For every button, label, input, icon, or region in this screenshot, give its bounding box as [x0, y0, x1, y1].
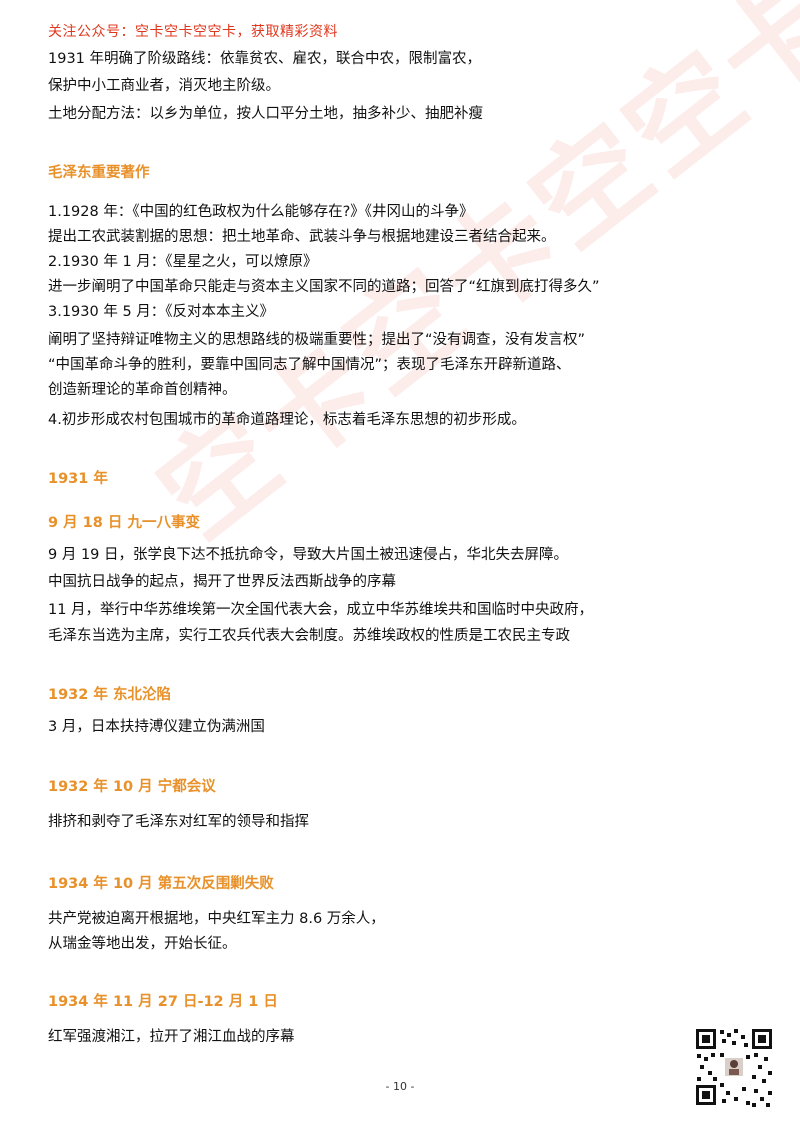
works-line: 3.1930 年 5 月：《反对本本主义》 [48, 304, 275, 320]
heading-1934-xiangjiang: 1934 年 11 月 27 日-12 月 1 日 [48, 994, 278, 1010]
event-1934-xiang-line: 红军强渡湘江，拉开了湘江血战的序幕 [48, 1029, 295, 1045]
event-918-line: 9 月 19 日，张学良下达不抵抗命令，导致大片国土被迅速侵占，华北失去屏障。 [48, 547, 569, 563]
event-1934-fail-line: 从瑞金等地出发，开始长征。 [48, 936, 237, 952]
works-line: 进一步阐明了中国革命只能走与资本主义国家不同的道路；回答了“红旗到底打得多久” [48, 279, 600, 295]
intro-line-2: 保护中小工商业者，消灭地主阶级。 [48, 78, 280, 94]
heading-1934-fifth-campaign: 1934 年 10 月 第五次反围剿失败 [48, 876, 274, 892]
works-line: 阐明了坚持辩证唯物主义的思想路线的极端重要性；提出了“没有调查，没有发言权” [48, 332, 586, 348]
works-line: 创造新理论的革命首创精神。 [48, 382, 237, 398]
header-notice: 关注公众号：空卡空卡空空卡，获取精彩资料 [48, 24, 338, 40]
heading-event-918: 9 月 18 日 九一八事变 [48, 515, 200, 531]
intro-line-1: 1931 年明确了阶级路线：依靠贫农、雇农，联合中农，限制富农， [48, 51, 482, 67]
event-918-line: 中国抗日战争的起点，揭开了世界反法西斯战争的序幕 [48, 574, 396, 590]
works-line: 提出工农武装割据的思想：把土地革命、武装斗争与根据地建设三者结合起来。 [48, 229, 556, 245]
page-number: - 10 - [385, 1080, 415, 1093]
event-918-line: 毛泽东当选为主席，实行工农兵代表大会制度。苏维埃政权的性质是工农民主专政 [48, 628, 570, 644]
event-1932-ne-line: 3 月，日本扶持溥仪建立伪满洲国 [48, 719, 265, 735]
heading-1931: 1931 年 [48, 471, 108, 487]
heading-1932-northeast: 1932 年 东北沦陷 [48, 687, 171, 703]
event-1932-ningdu-line: 排挤和剥夺了毛泽东对红军的领导和指挥 [48, 814, 309, 830]
event-1934-fail-line: 共产党被迫离开根据地，中央红军主力 8.6 万余人， [48, 911, 385, 927]
qr-code-icon [694, 1027, 774, 1107]
heading-mao-works: 毛泽东重要著作 [48, 165, 150, 181]
heading-1932-ningdu: 1932 年 10 月 宁都会议 [48, 779, 216, 795]
works-line: 4.初步形成农村包围城市的革命道路理论，标志着毛泽东思想的初步形成。 [48, 412, 526, 428]
works-line: 2.1930 年 1 月：《星星之火，可以燎原》 [48, 254, 318, 270]
intro-line-3: 土地分配方法：以乡为单位，按人口平分土地，抽多补少、抽肥补瘦 [48, 106, 483, 122]
works-line: “中国革命斗争的胜利，要靠中国同志了解中国情况”；表现了毛泽东开辟新道路、 [48, 357, 571, 373]
works-line: 1.1928 年：《中国的红色政权为什么能够存在?》《井冈山的斗争》 [48, 204, 474, 220]
event-918-line: 11 月，举行中华苏维埃第一次全国代表大会，成立中华苏维埃共和国临时中央政府， [48, 602, 594, 618]
